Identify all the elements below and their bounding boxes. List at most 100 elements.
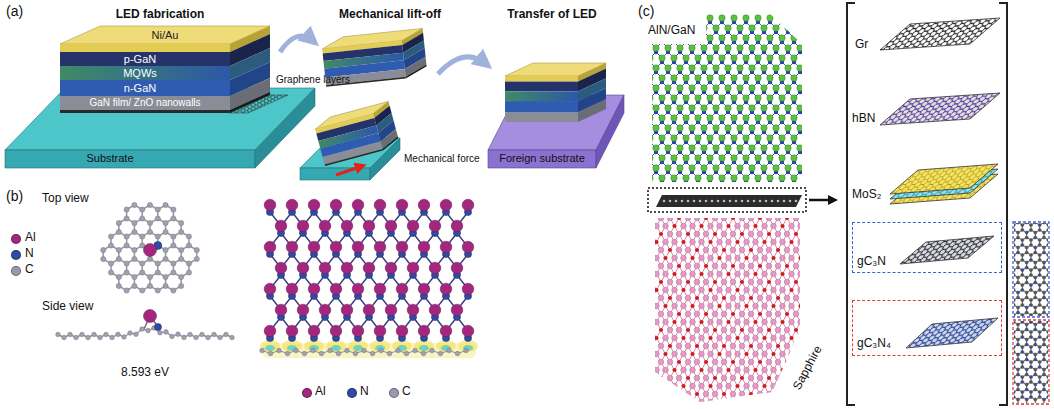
crystal-bond	[801, 234, 806, 242]
crystal-bond	[806, 22, 812, 28]
carbon-atom	[132, 274, 137, 279]
carbon-atom	[163, 274, 168, 279]
crystal-bond	[805, 226, 810, 234]
crystal-atom	[773, 85, 779, 91]
crystal-atom	[689, 65, 695, 71]
aluminium-atom	[462, 325, 474, 337]
crystal-bond	[812, 108, 813, 112]
crystal-atom	[665, 65, 671, 71]
interlayer-atom	[723, 200, 726, 203]
crystal-bond	[806, 18, 807, 22]
aluminium-atom	[396, 325, 408, 337]
aluminium-atom	[462, 283, 474, 295]
crystal-atom	[803, 95, 809, 101]
crystal-atom	[803, 75, 809, 81]
carbon-atom	[171, 288, 176, 293]
crystal-atom	[677, 105, 683, 111]
carbon-atom	[464, 348, 469, 353]
crystal-atom	[647, 155, 653, 161]
crystal-atom	[785, 45, 791, 51]
aluminium-atom	[144, 244, 157, 257]
interlayer-atom	[669, 200, 672, 203]
carbon-atom	[336, 351, 341, 356]
crystal-atom	[779, 75, 785, 81]
carbon-atom	[179, 274, 184, 279]
carbon-atom	[206, 335, 211, 340]
aluminium-atom	[286, 283, 298, 295]
crystal-atom	[755, 135, 761, 141]
crystal-atom	[695, 75, 701, 81]
crystal-atom	[743, 115, 749, 121]
carbon-atom	[171, 243, 176, 248]
carbon-atom	[56, 332, 61, 337]
crystal-atom	[755, 95, 761, 101]
carbon-atom	[132, 229, 137, 234]
crystal-atom	[797, 145, 803, 151]
crystal-atom	[803, 135, 809, 141]
crystal-atom	[791, 55, 797, 61]
process-arrow	[438, 57, 486, 74]
carbon-atom	[194, 335, 199, 340]
aluminium-atom	[330, 325, 342, 337]
led-stack-layer	[60, 44, 230, 52]
crystal-atom	[659, 75, 665, 81]
aluminium-atom	[275, 262, 287, 274]
crystal-bond	[698, 22, 704, 28]
crystal-bond	[650, 158, 651, 162]
transferred-stack-layer	[505, 112, 578, 122]
crystal-bond	[704, 28, 705, 32]
carbon-atom	[455, 351, 460, 356]
crystal-bond	[812, 68, 813, 72]
lifted-stack-side	[405, 65, 428, 79]
crystal-atom	[713, 65, 719, 71]
aluminium-atom	[451, 304, 463, 316]
crystal-bond	[782, 18, 783, 22]
crystal-bond	[812, 168, 813, 172]
crystal-atom	[809, 105, 815, 111]
crystal-atom	[701, 45, 707, 51]
carbon-atom	[158, 330, 163, 335]
carbon-atom	[147, 256, 152, 261]
carbon-atom	[179, 229, 184, 234]
aluminium-atom	[308, 283, 320, 295]
crystal-atom	[659, 155, 665, 161]
carbon-atom	[155, 270, 160, 275]
crystal-bond	[650, 58, 651, 62]
crystal-atom	[785, 145, 791, 151]
crystal-atom	[785, 125, 791, 131]
crystal-bond	[794, 18, 795, 22]
carbon-atom	[163, 247, 168, 252]
crystal-atom	[731, 115, 737, 121]
crystal-atom	[701, 105, 707, 111]
crystal-atom	[743, 55, 749, 61]
crystal-bond	[812, 172, 818, 178]
charge-density	[419, 345, 429, 351]
crystal-atom	[647, 75, 653, 81]
aluminium-atom	[341, 304, 353, 316]
carbon-atom	[438, 351, 443, 356]
crystal-atom	[671, 55, 677, 61]
crystal-atom	[665, 85, 671, 91]
carbon-atom	[140, 261, 145, 266]
aluminium-atom	[264, 325, 276, 337]
carbon-atom	[362, 348, 367, 353]
crystal-atom	[665, 105, 671, 111]
aluminium-atom	[374, 199, 386, 211]
crystal-atom	[677, 125, 683, 131]
aluminium-atom	[275, 304, 287, 316]
aluminium-atom	[308, 325, 320, 337]
crystal-atom	[696, 40, 700, 44]
crystal-atom	[672, 40, 676, 44]
crystal-atom	[804, 160, 808, 164]
carbon-atom	[176, 332, 181, 337]
crystal-atom	[743, 155, 749, 161]
peeled-stack	[313, 101, 400, 166]
carbon-atom	[140, 270, 145, 275]
crystal-atom	[701, 145, 707, 151]
crystal-atom	[749, 65, 755, 71]
crystal-atom	[761, 165, 767, 171]
crystal-atom	[810, 70, 814, 74]
crystal-atom	[773, 145, 779, 151]
crystal-atom	[761, 105, 767, 111]
crystal-atom	[648, 140, 652, 144]
